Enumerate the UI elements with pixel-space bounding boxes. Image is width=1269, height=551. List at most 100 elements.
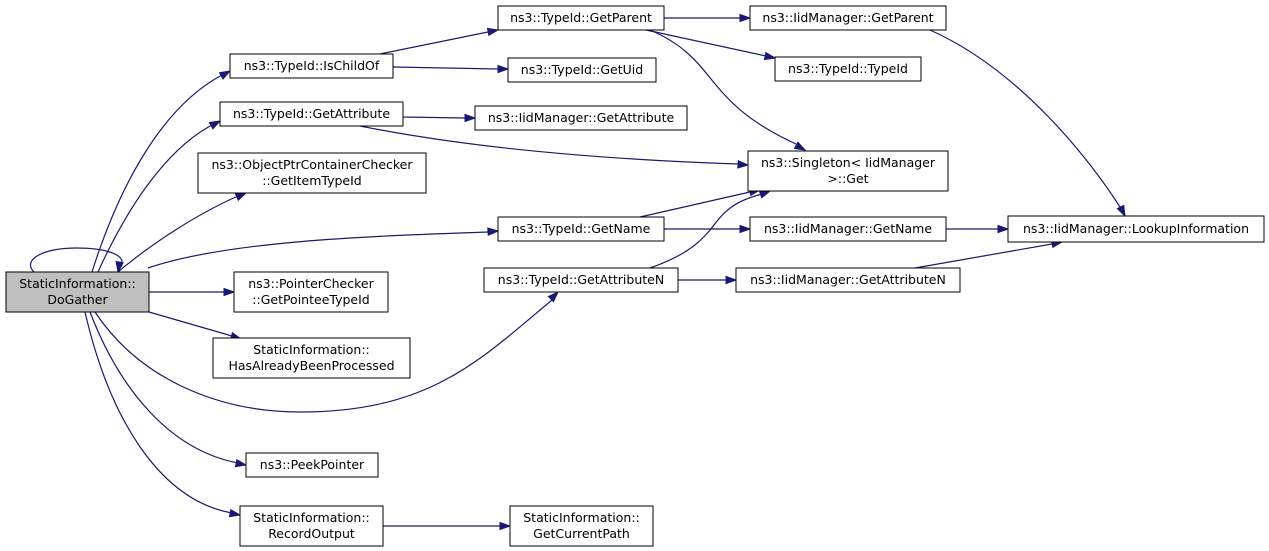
node-label: ns3::IidManager::GetAttributeN bbox=[750, 272, 946, 287]
edge-line bbox=[147, 231, 489, 269]
node-label: ns3::TypeId::TypeId bbox=[788, 61, 908, 76]
node-label: StaticInformation:: bbox=[19, 276, 136, 291]
edge-arrowhead bbox=[497, 64, 510, 74]
node-tid_getname[interactable]: ns3::TypeId::GetName bbox=[497, 216, 665, 242]
node-getcurrentpath[interactable]: StaticInformation::GetCurrentPath bbox=[509, 505, 654, 547]
edge-arrowhead bbox=[1116, 204, 1126, 218]
node-getattribute[interactable]: ns3::TypeId::GetAttribute bbox=[219, 101, 404, 127]
edge-recordoutput-to-getcurrentpath bbox=[383, 521, 512, 531]
edge-arrowhead bbox=[218, 70, 232, 80]
node-label: ns3::TypeId::GetAttribute bbox=[233, 106, 390, 121]
edge-line bbox=[84, 311, 233, 514]
edge-tid_getname-to-singleton_get bbox=[639, 187, 762, 218]
edge-line bbox=[91, 74, 223, 273]
node-box bbox=[239, 505, 384, 547]
edge-arrowhead bbox=[739, 224, 752, 234]
node-getattributen[interactable]: ns3::TypeId::GetAttributeN bbox=[483, 267, 679, 293]
edge-line bbox=[914, 243, 1053, 269]
edge-arrowhead bbox=[115, 260, 124, 274]
node-box bbox=[245, 452, 379, 478]
node-dogather[interactable]: StaticInformation::DoGather bbox=[5, 271, 150, 313]
node-label: DoGather bbox=[47, 292, 108, 307]
edge-arrowhead bbox=[758, 190, 772, 199]
edge-arrowhead bbox=[793, 141, 807, 151]
edge-dogather-to-peekpointer bbox=[89, 311, 248, 468]
edge-line bbox=[359, 125, 739, 165]
node-label: RecordOutput bbox=[268, 526, 355, 541]
node-label: ns3::ObjectPtrContainerChecker bbox=[211, 157, 413, 172]
node-label: ns3::IidManager::GetParent bbox=[762, 10, 933, 25]
edge-line bbox=[402, 116, 466, 119]
edge-arrowhead bbox=[763, 51, 777, 61]
edge-iid_getattributen-to-lookupinformation bbox=[914, 239, 1064, 269]
node-label: StaticInformation:: bbox=[523, 510, 640, 525]
node-label: ns3::PointerChecker bbox=[248, 276, 374, 291]
node-box bbox=[474, 105, 688, 131]
edge-arrowhead bbox=[499, 521, 512, 531]
node-getpointeetypeid[interactable]: ns3::PointerChecker::GetPointeeTypeId bbox=[233, 271, 389, 313]
node-box bbox=[497, 5, 665, 31]
node-iid_getparent[interactable]: ns3::IidManager::GetParent bbox=[749, 5, 947, 31]
node-box bbox=[5, 271, 150, 313]
node-label: ns3::TypeId::GetName bbox=[512, 221, 651, 236]
node-getitemtypeid[interactable]: ns3::ObjectPtrContainerChecker::GetItemT… bbox=[197, 152, 427, 194]
edge-tid_getparent-to-typeid_ctor bbox=[645, 29, 777, 61]
edge-tid_getparent-to-iid_getparent bbox=[664, 13, 752, 23]
edge-tid_getname-to-iid_getname bbox=[664, 224, 752, 234]
node-iid_getattributen[interactable]: ns3::IidManager::GetAttributeN bbox=[735, 267, 961, 293]
edge-getattribute-to-iid_getattribute bbox=[402, 113, 477, 123]
edge-arrowhead bbox=[228, 508, 242, 518]
node-label: HasAlreadyBeenProcessed bbox=[228, 358, 394, 373]
edge-getattributen-to-iid_getattributen bbox=[678, 275, 738, 285]
edge-line bbox=[117, 195, 239, 273]
edge-dogather-to-dogather bbox=[29, 247, 124, 274]
node-label: StaticInformation:: bbox=[253, 510, 370, 525]
edge-line bbox=[392, 66, 499, 70]
edge-arrowhead bbox=[739, 13, 752, 23]
node-hasalreadybeenprocessed[interactable]: StaticInformation::HasAlreadyBeenProcess… bbox=[212, 337, 411, 379]
node-label: StaticInformation:: bbox=[253, 342, 370, 357]
edge-dogather-to-getattributen bbox=[94, 290, 560, 413]
edge-getattribute-to-singleton_get bbox=[359, 125, 750, 169]
node-box bbox=[483, 267, 679, 293]
node-box bbox=[497, 216, 665, 242]
node-iid_getattribute[interactable]: ns3::IidManager::GetAttribute bbox=[474, 105, 688, 131]
edge-arrowhead bbox=[234, 458, 248, 468]
node-lookupinformation[interactable]: ns3::IidManager::LookupInformation bbox=[1007, 215, 1265, 243]
node-typeid_ctor[interactable]: ns3::TypeId::TypeId bbox=[774, 56, 922, 82]
node-box bbox=[1007, 215, 1265, 243]
node-getuid[interactable]: ns3::TypeId::GetUid bbox=[507, 57, 657, 83]
node-iid_getname[interactable]: ns3::IidManager::GetName bbox=[749, 216, 947, 242]
edge-arrowhead bbox=[547, 290, 560, 303]
edge-ischildof-to-tid_getparent bbox=[379, 27, 500, 55]
node-box bbox=[197, 152, 427, 194]
edge-line bbox=[29, 247, 123, 273]
node-box bbox=[507, 57, 657, 83]
edge-dogather-to-hasalreadybeenprocessed bbox=[148, 311, 243, 341]
node-label: ns3::TypeId::GetUid bbox=[521, 62, 643, 77]
node-label: ns3::TypeId::GetAttributeN bbox=[498, 272, 664, 287]
node-box bbox=[735, 267, 961, 293]
node-peekpointer[interactable]: ns3::PeekPointer bbox=[245, 452, 379, 478]
edge-ischildof-to-getuid bbox=[392, 64, 510, 74]
node-label: >::Get bbox=[827, 171, 868, 186]
nodes-layer: StaticInformation::DoGather ns3::TypeId::… bbox=[5, 5, 1265, 547]
node-tid_getparent[interactable]: ns3::TypeId::GetParent bbox=[497, 5, 665, 31]
node-recordoutput[interactable]: StaticInformation::RecordOutput bbox=[239, 505, 384, 547]
edge-line bbox=[639, 191, 751, 218]
node-singleton_get[interactable]: ns3::Singleton< IidManager>::Get bbox=[747, 150, 949, 192]
node-label: ::GetPointeeTypeId bbox=[252, 292, 369, 307]
node-label: ::GetItemTypeId bbox=[262, 173, 362, 188]
node-label: ns3::IidManager::GetName bbox=[764, 221, 932, 236]
node-label: ns3::PeekPointer bbox=[260, 457, 365, 472]
edge-iid_getname-to-lookupinformation bbox=[946, 224, 1010, 234]
node-box bbox=[749, 5, 947, 31]
edge-line bbox=[929, 29, 1121, 208]
edge-line bbox=[94, 299, 553, 413]
edge-line bbox=[649, 29, 797, 145]
edge-line bbox=[89, 311, 239, 464]
node-ischildof[interactable]: ns3::TypeId::IsChildOf bbox=[229, 53, 394, 79]
edge-dogather-to-getitemtypeid bbox=[117, 192, 248, 273]
node-box bbox=[774, 56, 922, 82]
